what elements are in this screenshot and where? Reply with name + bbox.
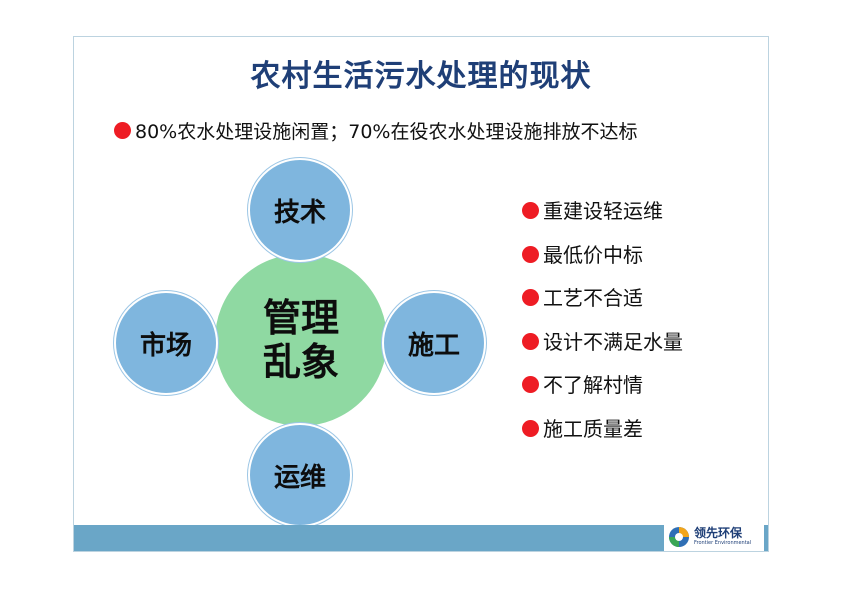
list-item: 设计不满足水量 [522,330,683,374]
slide: 农村生活污水处理的现状 80%农水处理设施闲置；70%在役农水处理设施排放不达标… [73,36,769,552]
list-item: 重建设轻运维 [522,199,683,243]
top-circle-label: 技术 [273,197,326,228]
right-circle: 施工 [382,291,486,395]
center-line-2: 乱象 [262,340,339,384]
list-item: 工艺不合适 [522,286,683,330]
left-circle: 市场 [114,291,218,395]
subtitle-text: 80%农水处理设施闲置；70%在役农水处理设施排放不达标 [135,121,638,143]
slide-title: 农村生活污水处理的现状 [250,59,592,94]
bottom-circle: 运维 [248,423,352,527]
list-item: 不了解村情 [522,373,683,417]
list-item: 施工质量差 [522,417,683,461]
list-item: 最低价中标 [522,243,683,287]
right-circle-label: 施工 [407,330,460,361]
bottom-circle-label: 运维 [273,462,326,493]
left-circle-label: 市场 [139,330,192,361]
causes-list: 重建设轻运维 最低价中标 工艺不合适 设计不满足水量 不了解村情 施工质量差 [522,199,683,460]
logo-chinese: 领先环保 [694,526,743,540]
bullet-dot-icon [522,245,539,263]
bullet-dot-icon [522,376,539,393]
company-logo: 领先环保 Frontier Environmental [664,523,764,551]
center-circle: 管理 乱象 [213,252,389,428]
logo-swirl-icon [669,527,689,547]
logo-english: Frontier Environmental [694,540,752,546]
bullet-dot-icon [522,332,539,350]
subtitle-line: 80%农水处理设施闲置；70%在役农水处理设施排放不达标 [114,117,637,144]
center-line-1: 管理 [262,296,339,340]
top-circle: 技术 [248,158,352,262]
bullet-dot-icon [114,122,131,139]
bullet-dot-icon [522,202,539,219]
bullet-dot-icon [522,289,539,306]
footer-bar: 领先环保 Frontier Environmental [74,523,768,551]
bullet-dot-icon [522,419,539,437]
